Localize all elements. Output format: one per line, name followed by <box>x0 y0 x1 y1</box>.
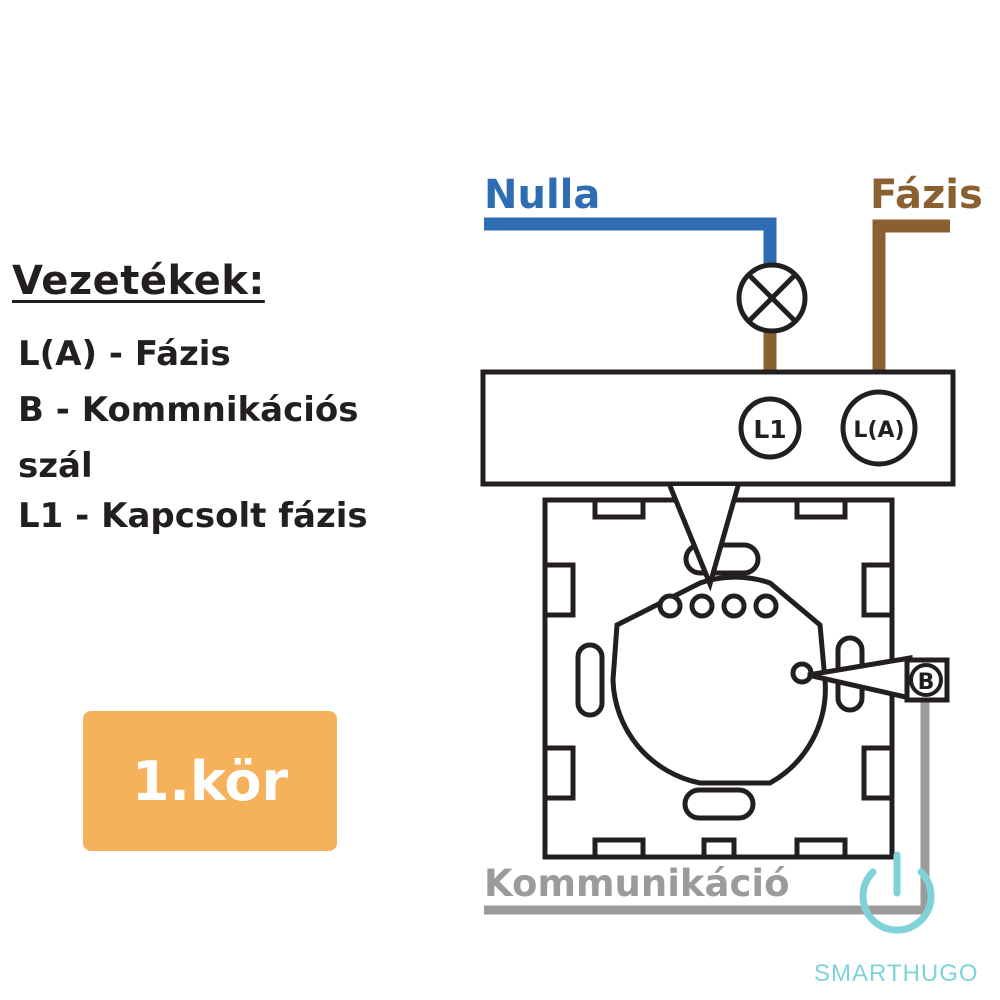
brand-part1: SMART <box>814 960 903 987</box>
phase-label: Fázis <box>870 172 983 218</box>
phase-wire <box>872 219 950 398</box>
legend-item-l1: L1 - Kapcsolt fázis <box>18 496 368 536</box>
neutral-wire <box>484 217 777 268</box>
neutral-label: Nulla <box>484 172 601 218</box>
brand-part2: HUGO <box>902 960 979 987</box>
b-terminal-label: B <box>918 670 935 695</box>
terminal-la-label: L(A) <box>853 418 904 443</box>
legend-item-b-cont: szál <box>18 446 93 486</box>
legend-item-b: B - Kommnikációs <box>18 390 359 430</box>
circuit-badge: 1.kör <box>83 711 337 851</box>
legend-item-la: L(A) - Fázis <box>18 334 231 374</box>
power-icon <box>859 851 935 934</box>
brand-logo: SMARTHUGO <box>814 960 979 988</box>
terminal-l1 <box>738 396 802 460</box>
legend-title: Vezetékek: <box>12 258 265 304</box>
terminal-pointer <box>667 485 741 592</box>
communication-label: Kommunikáció <box>484 862 790 905</box>
terminal-la <box>840 389 918 467</box>
lamp-icon <box>736 262 808 334</box>
terminal-l1-label: L1 <box>753 415 786 444</box>
b-terminal <box>909 663 943 697</box>
